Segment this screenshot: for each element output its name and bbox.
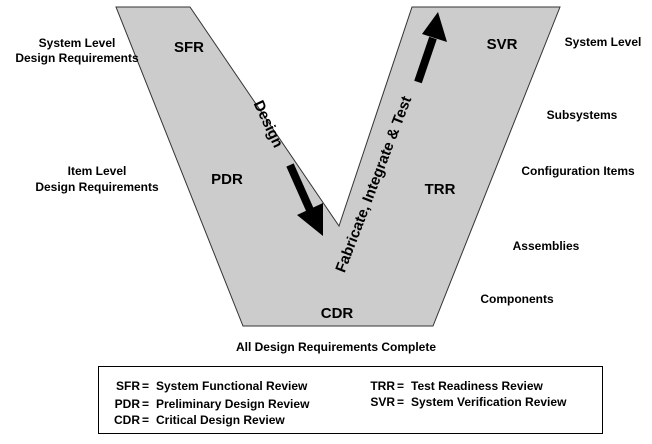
right-label-system-level: System Level <box>565 35 642 49</box>
fabricate-arrow-head <box>422 12 447 42</box>
legend-equals: = <box>397 379 405 393</box>
left-label-item-level-line1: Item Level <box>68 164 127 178</box>
milestone-svr: SVR <box>487 36 518 53</box>
legend-abbr: SFR <box>116 379 140 393</box>
right-label-assemblies: Assemblies <box>513 239 580 253</box>
legend-equals: = <box>142 397 150 411</box>
design-arrow-head <box>297 203 323 236</box>
v-shape <box>115 6 561 327</box>
milestone-trr: TRR <box>425 181 456 198</box>
legend-full-name: System Functional Review <box>156 379 308 393</box>
design-arrow-shaft <box>286 163 314 212</box>
legend-entry-trr: TRR= Test Readiness Review <box>367 379 543 393</box>
legend-abbr: TRR <box>370 379 395 393</box>
legend-full-name: System Verification Review <box>411 395 567 409</box>
right-label-subsystems: Subsystems <box>547 108 618 122</box>
right-label-components: Components <box>480 292 554 306</box>
legend-full-name: Test Readiness Review <box>411 379 543 393</box>
legend-equals: = <box>142 379 150 393</box>
legend-full-name: Preliminary Design Review <box>156 397 310 411</box>
left-label-system-level-line1: System Level <box>39 36 116 50</box>
left-label-system-level-line2: Design Requirements <box>15 51 139 65</box>
fabricate-arrow <box>414 12 447 84</box>
milestone-cdr: CDR <box>321 305 354 322</box>
legend-equals: = <box>142 413 150 427</box>
milestone-sfr: SFR <box>174 39 204 56</box>
legend-abbr: CDR <box>114 413 140 427</box>
milestone-pdr: PDR <box>211 171 243 188</box>
legend-entry-cdr: CDR= Critical Design Review <box>112 413 285 427</box>
legend-entry-pdr: PDR= Preliminary Design Review <box>112 397 310 411</box>
bottom-caption: All Design Requirements Complete <box>236 340 436 354</box>
right-label-configuration-items: Configuration Items <box>521 164 635 178</box>
legend-equals: = <box>397 395 405 409</box>
legend-entry-svr: SVR= System Verification Review <box>367 395 566 409</box>
fabricate-arrow-shaft <box>414 36 437 84</box>
design-arrow <box>286 163 323 236</box>
left-label-item-level-line2: Design Requirements <box>35 180 159 194</box>
legend-abbr: SVR <box>370 395 395 409</box>
legend-abbr: PDR <box>114 397 140 411</box>
legend-box: SFR=System Functional Review PDR=Prelimi… <box>98 366 603 434</box>
legend-full-name: Critical Design Review <box>156 413 285 427</box>
legend-entry-sfr: SFR= System Functional Review <box>112 379 307 393</box>
